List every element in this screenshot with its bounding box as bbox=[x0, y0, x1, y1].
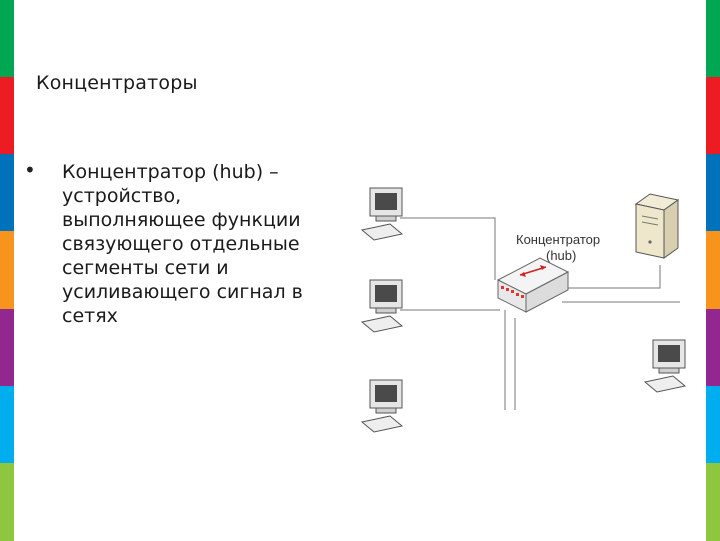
desktop-computer-icon bbox=[360, 379, 404, 433]
hub-label-line1: Концентратор bbox=[516, 232, 600, 247]
right-stripe-segment bbox=[706, 385, 720, 464]
desktop-computer-icon bbox=[360, 279, 404, 333]
bullet-marker: • bbox=[24, 158, 36, 182]
right-stripe-segment bbox=[706, 154, 720, 233]
bullet-paragraph: Концентратор (hub) – устройство, выполня… bbox=[62, 160, 324, 328]
left-stripe-segment bbox=[0, 385, 14, 464]
desktop-computer-icon bbox=[360, 187, 404, 241]
left-stripe-segment bbox=[0, 77, 14, 156]
right-stripe-segment bbox=[706, 0, 720, 79]
slide-title: Концентраторы bbox=[36, 72, 198, 94]
bullet-term: Концентратор bbox=[62, 161, 207, 183]
desktop-computer-icon bbox=[643, 339, 687, 393]
link-workstation-1 bbox=[400, 217, 496, 280]
hub-label-line2: (hub) bbox=[546, 248, 576, 263]
left-stripe-segment bbox=[0, 0, 14, 79]
left-stripe-segment bbox=[0, 462, 14, 541]
network-links bbox=[400, 217, 680, 410]
left-stripe-segment bbox=[0, 308, 14, 387]
left-stripe-segment bbox=[0, 154, 14, 233]
bullet-definition: (hub) – устройство, выполняющее функции … bbox=[62, 161, 303, 327]
link-server bbox=[565, 265, 661, 289]
network-hub-icon bbox=[496, 257, 570, 313]
right-stripe-segment bbox=[706, 308, 720, 387]
server-tower-icon bbox=[634, 193, 680, 259]
right-stripe-segment bbox=[706, 462, 720, 541]
right-stripe-segment bbox=[706, 231, 720, 310]
left-stripe-segment bbox=[0, 231, 14, 310]
right-stripe-segment bbox=[706, 77, 720, 156]
network-diagram: Концентратор (hub) bbox=[360, 187, 687, 433]
